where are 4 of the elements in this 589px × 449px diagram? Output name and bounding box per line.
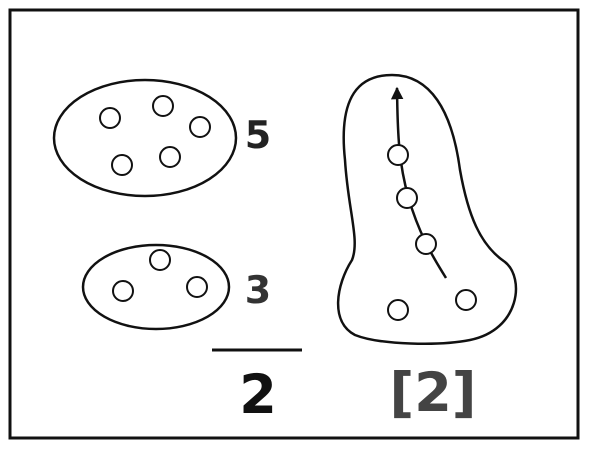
number-label: 2 xyxy=(239,368,277,422)
number-label: [2] xyxy=(390,366,476,420)
number-label: 5 xyxy=(244,116,272,154)
number-label: 3 xyxy=(244,271,272,309)
